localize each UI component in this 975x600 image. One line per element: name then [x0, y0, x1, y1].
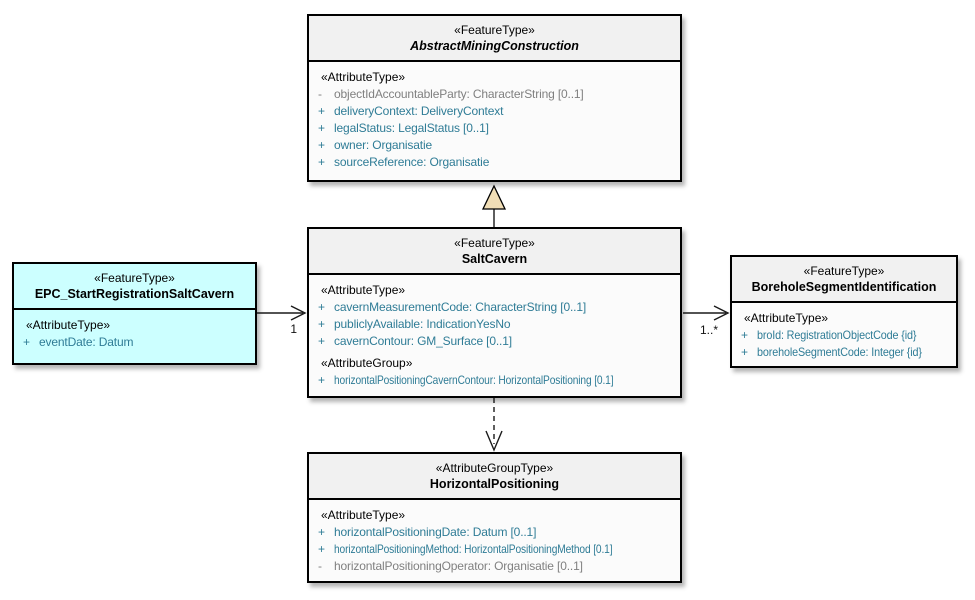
class-header: «FeatureType» SaltCavern [309, 229, 680, 275]
attribute-row: + cavernMeasurementCode: CharacterString… [309, 299, 680, 316]
visibility-marker: + [318, 525, 326, 539]
attribute-row: + horizontalPositioningCavernContour: Ho… [309, 372, 680, 389]
class-header: «AttributeGroupType» HorizontalPositioni… [309, 454, 680, 500]
class-body: «AttributeType» + eventDate: Datum [14, 310, 255, 351]
association-saltcavern-boreholesegment: 1..* [683, 305, 730, 337]
attribute-text: cavernMeasurementCode: CharacterString [… [334, 300, 587, 314]
class-saltcavern[interactable]: «FeatureType» SaltCavern «AttributeType»… [307, 227, 682, 398]
attribute-type-label: «AttributeType» [321, 70, 406, 84]
attribute-text: deliveryContext: DeliveryContext [334, 104, 504, 118]
multiplicity-label: 1..* [700, 323, 718, 337]
class-name: AbstractMiningConstruction [410, 38, 579, 53]
attribute-row: + legalStatus: LegalStatus [0..1] [309, 120, 680, 137]
dependency-saltcavern-horizontalpositioning [485, 398, 503, 452]
stereotype-label: «FeatureType» [94, 270, 175, 285]
attribute-text: legalStatus: LegalStatus [0..1] [334, 121, 489, 135]
visibility-marker: + [318, 121, 326, 135]
attribute-type-label: «AttributeType» [321, 508, 406, 522]
stereotype-label: «FeatureType» [454, 235, 535, 250]
class-epc-startregistrationsaltcavern[interactable]: «FeatureType» EPC_StartRegistrationSaltC… [12, 262, 257, 365]
attribute-row: + publiclyAvailable: IndicationYesNo [309, 316, 680, 333]
attribute-text: horizontalPositioningDate: Datum [0..1] [334, 525, 537, 539]
attribute-text: eventDate: Datum [39, 335, 134, 349]
visibility-marker: + [318, 138, 326, 152]
stereotype-label: «FeatureType» [454, 22, 535, 37]
visibility-marker: - [318, 87, 322, 101]
open-arrowhead-icon [290, 305, 307, 321]
visibility-marker: + [318, 542, 326, 556]
attribute-type-label: «AttributeType» [744, 311, 829, 325]
attribute-text: publiclyAvailable: IndicationYesNo [334, 317, 511, 331]
class-name: SaltCavern [461, 251, 528, 266]
class-body: «AttributeType» + horizontalPositioningD… [309, 500, 680, 575]
class-abstractminingconstruction[interactable]: «FeatureType» AbstractMiningConstruction… [307, 14, 682, 182]
attribute-row: + eventDate: Datum [14, 334, 255, 351]
attribute-row: + cavernContour: GM_Surface [0..1] [309, 333, 680, 350]
stereotype-label: «AttributeGroupType» [435, 460, 554, 475]
attribute-text: owner: Organisatie [334, 138, 433, 152]
generalization-saltcavern-abstractminingconstruction [481, 184, 507, 227]
class-body: «AttributeType» + broId: RegistrationObj… [732, 303, 956, 361]
attribute-text: broId: RegistrationObjectCode {id} [757, 328, 917, 342]
multiplicity-label: 1 [290, 322, 297, 336]
class-boreholesegmentidentification[interactable]: «FeatureType» BoreholeSegmentIdentificat… [730, 255, 958, 368]
visibility-marker: + [318, 373, 326, 387]
class-header: «FeatureType» EPC_StartRegistrationSaltC… [14, 264, 255, 310]
class-name: EPC_StartRegistrationSaltCavern [34, 286, 235, 301]
attribute-row: + horizontalPositioningMethod: Horizonta… [309, 541, 680, 558]
visibility-marker: + [318, 334, 326, 348]
attribute-row: + sourceReference: Organisatie [309, 154, 680, 171]
attribute-type-label: «AttributeType» [321, 283, 406, 297]
visibility-marker: + [741, 345, 749, 359]
attribute-text: horizontalPositioningCavernContour: Hori… [334, 373, 614, 387]
class-body: «AttributeType» - objectIdAccountablePar… [309, 62, 680, 171]
attribute-text: sourceReference: Organisatie [334, 155, 490, 169]
stereotype-label: «FeatureType» [803, 263, 885, 278]
attribute-text: boreholeSegmentCode: Integer {id} [757, 345, 922, 359]
attribute-row: + horizontalPositioningDate: Datum [0..1… [309, 524, 680, 541]
attribute-row: - objectIdAccountableParty: CharacterStr… [309, 86, 680, 103]
generalization-triangle-icon [481, 184, 507, 210]
class-name: HorizontalPositioning [429, 476, 560, 491]
visibility-marker: + [741, 328, 749, 342]
class-name: BoreholeSegmentIdentification [751, 279, 937, 294]
visibility-marker: + [23, 335, 31, 349]
attribute-text: objectIdAccountableParty: CharacterStrin… [334, 87, 584, 101]
class-header: «FeatureType» BoreholeSegmentIdentificat… [732, 257, 956, 303]
visibility-marker: - [318, 559, 322, 573]
visibility-marker: + [318, 300, 326, 314]
class-horizontalpositioning[interactable]: «AttributeGroupType» HorizontalPositioni… [307, 452, 682, 583]
open-arrowhead-icon [485, 430, 503, 452]
class-header: «FeatureType» AbstractMiningConstruction [309, 16, 680, 62]
attribute-row: + owner: Organisatie [309, 137, 680, 154]
attribute-text: cavernContour: GM_Surface [0..1] [334, 334, 512, 348]
visibility-marker: + [318, 155, 326, 169]
association-epc-saltcavern: 1 [257, 305, 307, 336]
attribute-row: + deliveryContext: DeliveryContext [309, 103, 680, 120]
attribute-group-label: «AttributeGroup» [321, 356, 413, 370]
attribute-row: + broId: RegistrationObjectCode {id} [732, 327, 956, 344]
attribute-text: horizontalPositioningMethod: HorizontalP… [334, 542, 613, 556]
open-arrowhead-icon [713, 305, 730, 321]
attribute-row: - horizontalPositioningOperator: Organis… [309, 558, 680, 575]
visibility-marker: + [318, 317, 326, 331]
visibility-marker: + [318, 104, 326, 118]
attribute-row: + boreholeSegmentCode: Integer {id} [732, 344, 956, 361]
attribute-type-label: «AttributeType» [26, 318, 111, 332]
class-body: «AttributeType» + cavernMeasurementCode:… [309, 275, 680, 389]
attribute-text: horizontalPositioningOperator: Organisat… [334, 559, 583, 573]
